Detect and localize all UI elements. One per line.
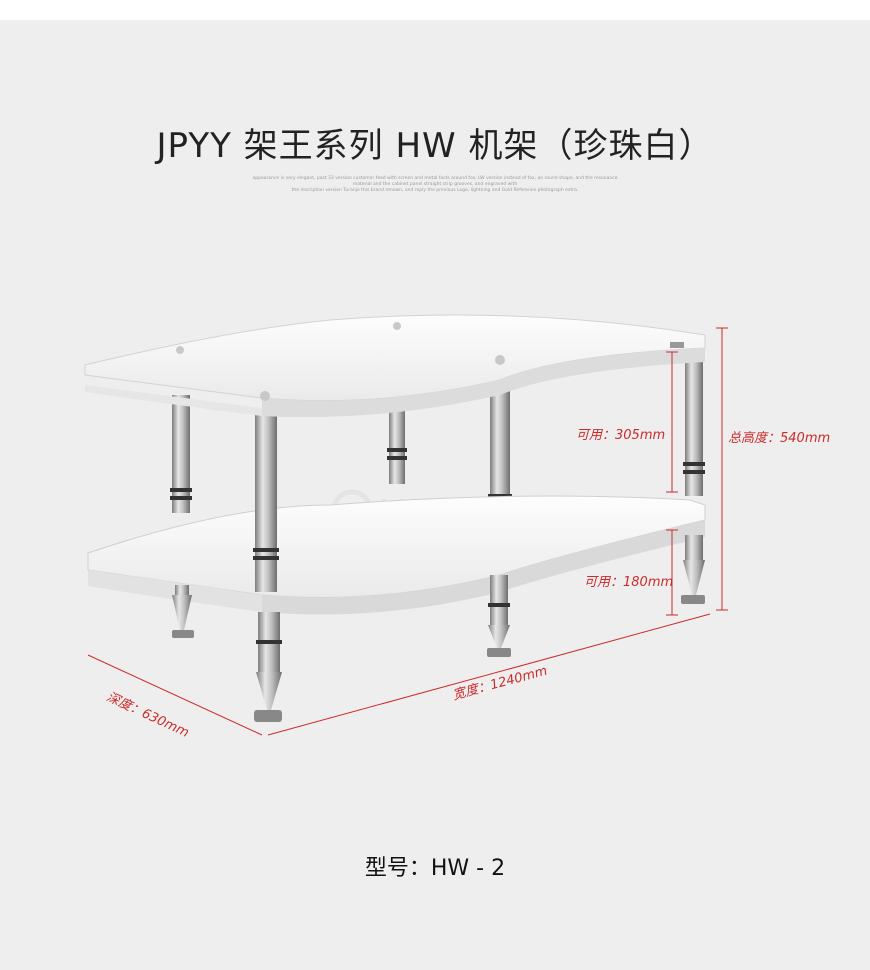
fine-print: appearance is very elegant, post 33 vers… [250, 176, 620, 194]
feet [172, 535, 705, 722]
fine-print-line: the inscription version Turanjo this bra… [291, 188, 579, 193]
model-number: 型号：HW - 2 [364, 856, 506, 881]
back-posts [170, 350, 705, 520]
usable-height-bottom-label: 可用：180mm [584, 575, 674, 590]
lower-shelf [87, 495, 706, 615]
fine-print-line: appearance is very elegant, post 33 vers… [252, 176, 618, 181]
page-title: JPYY 架王系列 HW 机架（珍珠白） [156, 126, 714, 166]
dimension-lines [87, 327, 728, 736]
usable-height-top-label: 可用：305mm [576, 428, 666, 443]
front-posts [253, 412, 279, 592]
top-shelf [84, 314, 706, 418]
background-panel [0, 20, 870, 970]
total-height-label: 总高度：540mm [728, 431, 831, 446]
fine-print-line: material and the cabinet panel straight … [352, 182, 518, 187]
